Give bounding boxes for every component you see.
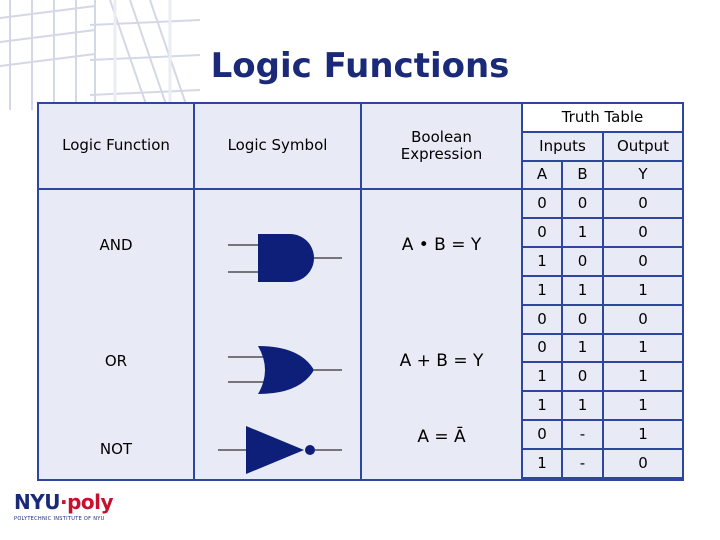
truth-cell-a: 1	[523, 277, 561, 304]
nyu-poly-logo: NYU·poly POLYTECHNIC INSTITUTE OF NYU	[14, 490, 134, 530]
truth-cell-b: 0	[563, 363, 602, 390]
col-b-header: B	[563, 162, 602, 188]
truth-cell-a: 0	[523, 190, 561, 217]
page-title: Logic Functions	[210, 46, 510, 86]
truth-cell-y: 0	[604, 450, 682, 477]
truth-cell-y: 1	[604, 392, 682, 419]
and-gate-icon	[228, 234, 342, 282]
logo-nyu: NYU	[14, 490, 60, 514]
col-y-header: Y	[604, 162, 682, 188]
truth-cell-y: 0	[604, 190, 682, 217]
function-name-and: AND	[99, 236, 133, 255]
truth-table-title: Truth Table	[523, 104, 682, 131]
truth-cell-a: 1	[523, 450, 561, 477]
truth-cell-b: 1	[563, 219, 602, 246]
header-logic-function: Logic Function	[39, 104, 193, 188]
truth-cell-y: 0	[604, 248, 682, 275]
not-gate-icon	[218, 426, 342, 474]
expression-column	[362, 190, 521, 479]
logo-dot: ·	[59, 490, 68, 514]
truth-cell-a: 0	[523, 335, 561, 361]
truth-cell-a: 0	[523, 421, 561, 448]
truth-cell-y: 1	[604, 363, 682, 390]
function-column	[39, 190, 193, 479]
truth-cell-b: -	[563, 421, 602, 448]
output-header: Output	[604, 133, 682, 160]
expression-and: A • B = Y	[401, 235, 482, 256]
truth-cell-b: 1	[563, 392, 602, 419]
or-gate-icon	[228, 346, 342, 394]
truth-cell-a: 0	[523, 306, 561, 333]
function-name-or: OR	[104, 352, 128, 371]
truth-cell-a: 0	[523, 219, 561, 246]
header-logic-symbol: Logic Symbol	[195, 104, 360, 188]
gate-symbols	[218, 234, 342, 474]
truth-cell-y: 1	[604, 421, 682, 448]
header-logic-symbol-label: Logic Symbol	[227, 136, 328, 155]
truth-cell-b: -	[563, 450, 602, 477]
expression-not: A = Ā	[417, 427, 466, 448]
truth-cell-b: 0	[563, 306, 602, 333]
expression-or: A + B = Y	[399, 351, 484, 372]
truth-cell-y: 1	[604, 277, 682, 304]
truth-cell-y: 0	[604, 306, 682, 333]
logo-wordmark: NYU·poly	[14, 490, 114, 514]
header-boolean-expression: Boolean Expression	[362, 104, 521, 188]
col-a-header: A	[523, 162, 561, 188]
inputs-header: Inputs	[523, 133, 602, 160]
truth-cell-b: 0	[563, 248, 602, 275]
header-boolean-expression-label: Boolean Expression	[400, 127, 483, 163]
logo-poly: poly	[67, 490, 114, 514]
truth-cell-b: 0	[563, 190, 602, 217]
truth-cell-a: 1	[523, 392, 561, 419]
logo-tagline: POLYTECHNIC INSTITUTE OF NYU	[14, 516, 105, 522]
truth-cell-b: 1	[563, 277, 602, 304]
truth-cell-y: 1	[604, 335, 682, 361]
truth-cell-a: 1	[523, 363, 561, 390]
truth-cell-b: 1	[563, 335, 602, 361]
header-logic-function-label: Logic Function	[62, 136, 170, 155]
function-name-not: NOT	[99, 440, 133, 459]
truth-cell-y: 0	[604, 219, 682, 246]
truth-cell-a: 1	[523, 248, 561, 275]
background-building-art	[0, 0, 201, 110]
